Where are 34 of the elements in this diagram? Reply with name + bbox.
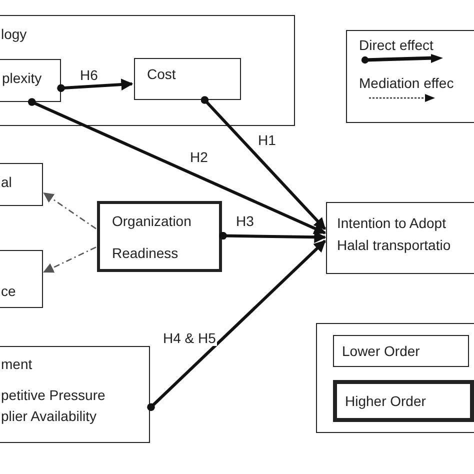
node-text: plexity: [2, 69, 42, 87]
legend-text: Lower Order: [342, 343, 420, 359]
dashed-arrow: [43, 192, 96, 230]
node-text: petitive Pressure: [1, 386, 106, 404]
construct-box: [0, 346, 150, 443]
construct-box: [326, 202, 474, 274]
node-text: ment: [1, 355, 32, 373]
legend-text: Higher Order: [345, 393, 426, 409]
arrow: [147, 240, 326, 411]
node-text: al: [1, 173, 12, 191]
node-text: Cost: [147, 65, 176, 83]
arrow: [200, 96, 326, 230]
node-text: Intention to Adopt Halal transportatio: [337, 214, 452, 255]
dashed-arrow: [43, 246, 96, 273]
arrow: [57, 78, 134, 92]
edge-label: H3: [235, 213, 255, 229]
edge-label: H6: [79, 67, 99, 83]
construct-box: [0, 59, 61, 102]
construct-box: [97, 201, 222, 272]
edge-label: H4 & H5: [162, 330, 217, 346]
arrow: [28, 98, 326, 234]
node-text: ce: [1, 282, 16, 300]
construct-box: [0, 250, 43, 308]
edge-label: H2: [189, 149, 209, 165]
node-text: Organization Readiness: [112, 212, 192, 263]
legend-text: Mediation effec: [359, 75, 454, 91]
node-text: logy: [1, 25, 27, 43]
arrow: [219, 231, 326, 244]
construct-box: [0, 163, 43, 206]
construct-box: [134, 58, 241, 100]
legend-text: Direct effect: [359, 37, 434, 53]
edge-label: H1: [257, 132, 277, 148]
group-box: [0, 15, 295, 126]
node-text: plier Availability: [1, 407, 96, 425]
